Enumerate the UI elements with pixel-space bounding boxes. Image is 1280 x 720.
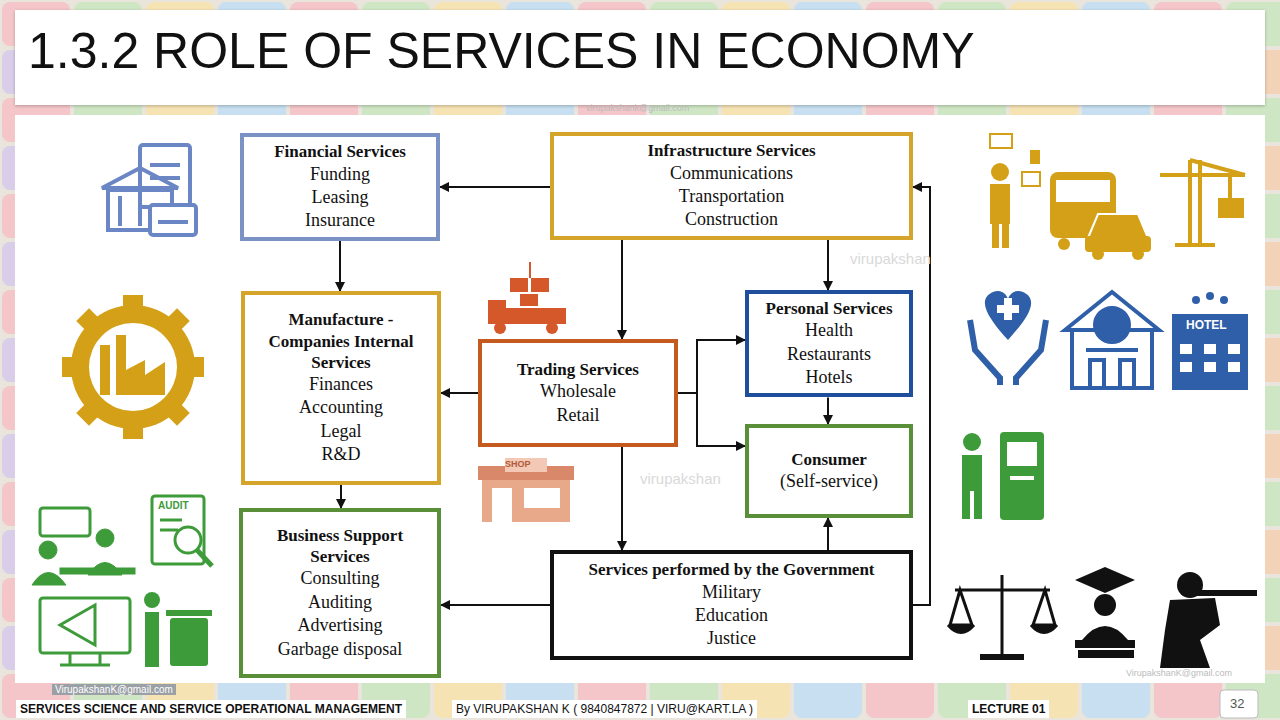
box-heading: Trading Services xyxy=(517,359,639,380)
service-box: Business Support ServicesConsultingAudit… xyxy=(239,508,441,678)
education-icon xyxy=(1075,567,1135,658)
box-item: Military xyxy=(702,581,761,604)
bank-icon xyxy=(102,145,196,235)
box-item: Transportation xyxy=(679,185,784,208)
box-item: Funding xyxy=(310,163,370,186)
box-item: Communications xyxy=(670,162,793,185)
box-item: Hotels xyxy=(806,366,853,389)
service-box: Financial ServicesFundingLeasingInsuranc… xyxy=(240,133,440,241)
garbage-icon xyxy=(144,592,212,667)
icon-text: SHOP xyxy=(505,459,531,469)
box-heading: Business Support Services xyxy=(249,525,431,568)
flow-arrow xyxy=(339,241,341,291)
crane-icon xyxy=(1160,160,1245,245)
justice-icon xyxy=(948,575,1057,657)
box-item: Leasing xyxy=(312,186,369,209)
box-heading: Consumer xyxy=(791,449,867,470)
service-box: Manufacture - Companies Internal Service… xyxy=(241,291,441,485)
box-item: Advertising xyxy=(298,614,383,637)
footer-course: SERVICES SCIENCE AND SERVICE OPERATIONAL… xyxy=(16,700,406,718)
flow-arrow xyxy=(440,186,550,188)
box-heading: Manufacture - Companies Internal Service… xyxy=(251,309,431,373)
service-box: Infrastructure ServicesCommunicationsTra… xyxy=(550,132,913,240)
box-item: Legal xyxy=(321,420,362,443)
email-watermark: VirupakshanK@gmail.com xyxy=(52,684,176,695)
box-heading: Infrastructure Services xyxy=(647,140,815,161)
flow-arrow xyxy=(441,392,478,394)
advertising-icon xyxy=(40,598,130,665)
box-heading: Services performed by the Government xyxy=(588,559,874,580)
flow-arrow xyxy=(678,393,745,446)
shop-icon xyxy=(478,458,574,522)
box-item: Health xyxy=(805,319,853,342)
service-box: Services performed by the GovernmentMili… xyxy=(550,550,913,660)
flow-arrow xyxy=(678,340,745,393)
hotel-icon xyxy=(1172,292,1248,390)
atm-icon xyxy=(962,432,1044,520)
flow-arrow xyxy=(621,240,623,339)
page-number: 32 xyxy=(1230,696,1244,711)
box-item: Consulting xyxy=(300,567,379,590)
box-item: Garbage disposal xyxy=(278,638,402,661)
box-item: Retail xyxy=(557,404,600,427)
flow-arrow xyxy=(827,240,829,290)
box-heading: Financial Services xyxy=(274,141,406,162)
flow-arrow xyxy=(441,604,550,606)
email-watermark: VirupakshanK@gmail.com xyxy=(1126,668,1232,678)
box-item: R&D xyxy=(321,443,360,466)
box-heading: Personal Services xyxy=(766,298,893,319)
box-item: Auditing xyxy=(308,591,372,614)
service-box: Consumer(Self-service) xyxy=(745,424,913,518)
communications-icon xyxy=(990,134,1040,248)
icon-text: AUDIT xyxy=(158,500,189,511)
flow-arrow xyxy=(621,447,623,550)
watermark: virupakshan xyxy=(850,250,931,267)
car-icon xyxy=(1085,214,1151,260)
box-item: (Self-service) xyxy=(780,470,878,493)
flow-arrow xyxy=(827,397,829,424)
health-icon xyxy=(970,291,1046,385)
flow-arrow xyxy=(913,187,930,605)
service-box: Trading ServicesWholesaleRetail xyxy=(478,339,678,447)
box-item: Insurance xyxy=(305,209,375,232)
flow-arrow xyxy=(827,518,829,550)
audit-icon xyxy=(152,496,212,566)
email-watermark: virupakshank@gmail.com xyxy=(586,103,689,113)
watermark: virupakshan xyxy=(640,470,721,487)
footer-lecture: LECTURE 01 xyxy=(968,700,1049,718)
box-item: Accounting xyxy=(299,396,383,419)
box-item: Education xyxy=(695,604,768,627)
box-item: Restaurants xyxy=(787,343,871,366)
box-item: Construction xyxy=(685,208,778,231)
slide-title: 1.3.2 ROLE OF SERVICES IN ECONOMY xyxy=(28,22,975,80)
box-item: Finances xyxy=(309,373,373,396)
truck-icon xyxy=(488,262,566,334)
military-icon xyxy=(1160,572,1257,668)
footer-author: By VIRUPAKSHAN K ( 9840847872 | VIRU@KAR… xyxy=(452,700,757,718)
flow-arrow xyxy=(340,485,342,508)
box-item: Justice xyxy=(707,627,756,650)
icon-text: HOTEL xyxy=(1186,318,1227,332)
factory-gear-icon xyxy=(62,295,204,439)
restaurant-icon xyxy=(1065,292,1159,388)
box-item: Wholesale xyxy=(540,380,616,403)
service-box: Personal ServicesHealthRestaurantsHotels xyxy=(745,290,913,397)
consulting-icon xyxy=(32,508,135,585)
